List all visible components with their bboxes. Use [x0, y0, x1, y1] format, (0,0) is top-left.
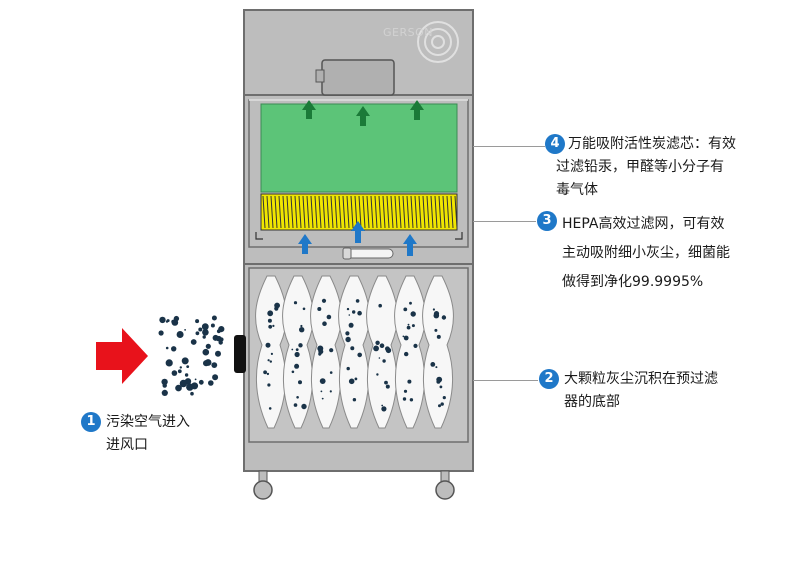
callout-4-line-2: 过滤铅汞，甲醛等小分子有: [556, 159, 724, 175]
callout-3-text: HEPA高效过滤网，可有效 主动吸附细小灰尘，细菌能 做得到净化99.9995%: [562, 210, 730, 297]
callout-4-line-3: 毒气体: [556, 182, 598, 198]
callout-1-line-1: 污染空气进入: [106, 414, 190, 430]
callout-3-line-1: HEPA高效过滤网，可有效: [562, 216, 725, 232]
leader-line-2: [473, 380, 538, 381]
callout-2-text: 大颗粒灰尘沉积在预过滤 器的底部: [564, 368, 718, 414]
callout-4-badge: 4: [545, 134, 565, 154]
callout-1-line-2: 进风口: [106, 437, 148, 453]
callout-2-line-2: 器的底部: [564, 394, 620, 410]
leader-line-3: [473, 221, 536, 222]
callout-1-badge: 1: [81, 412, 101, 432]
wheel-icon: [435, 470, 455, 500]
motor-housing: [321, 59, 395, 96]
leader-line-4: [473, 146, 545, 147]
up-arrow-icon: [302, 100, 424, 126]
callout-2-badge: 2: [539, 369, 559, 389]
air-inlet: [234, 335, 246, 373]
hepa-filter-pleats: [262, 195, 458, 229]
up-arrow-icon: [298, 221, 417, 256]
fan-icon: [417, 21, 459, 63]
callout-3-badge: 3: [537, 211, 557, 231]
callout-2-line-1: 大颗粒灰尘沉积在预过滤: [564, 371, 718, 387]
brand-text: GERSON: [383, 26, 433, 39]
carbon-filter: [260, 103, 458, 193]
dust-particles: [263, 298, 447, 412]
callout-1-text: 污染空气进入 进风口: [106, 411, 190, 457]
polluted-air-particles: [158, 315, 225, 396]
intake-arrow-icon: [96, 328, 148, 384]
callout-3-line-2: 主动吸附细小灰尘，细菌能: [562, 245, 730, 261]
callout-4-line-1: 万能吸附活性炭滤芯：有效: [568, 136, 736, 152]
callout-3-line-3: 做得到净化99.9995%: [562, 274, 704, 290]
motor-connector: [315, 69, 325, 83]
callout-4-text: 万能吸附活性炭滤芯：有效 过滤铅汞，甲醛等小分子有 毒气体: [556, 133, 736, 202]
wheel-icon: [253, 470, 273, 500]
